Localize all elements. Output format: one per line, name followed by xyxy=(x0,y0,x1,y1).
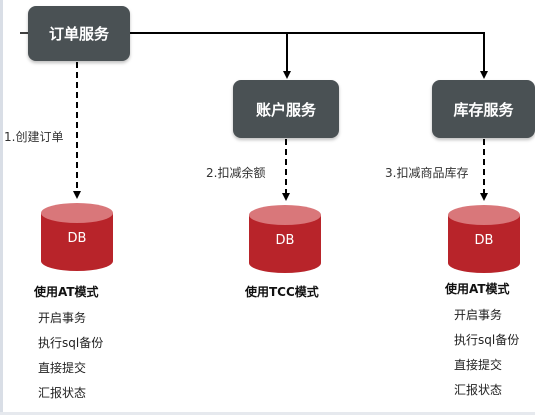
step-item: 直接提交 xyxy=(454,358,503,372)
step-item: 执行sql备份 xyxy=(454,333,520,347)
storage-service-node: 库存服务 xyxy=(432,80,535,138)
order-service-node: 订单服务 xyxy=(28,6,130,61)
bottom-edge-strip xyxy=(0,412,535,415)
db-cylinder: DB xyxy=(249,205,321,273)
db-label: DB xyxy=(67,231,87,246)
account-service-node: 账户服务 xyxy=(233,80,339,138)
edge-label-deduct-balance: 2.扣减余额 xyxy=(206,166,266,180)
step-item: 汇报状态 xyxy=(454,383,503,397)
storage-service-label: 库存服务 xyxy=(453,100,514,119)
db-mode-label: 使用AT模式 xyxy=(34,285,99,299)
order-service-label: 订单服务 xyxy=(48,25,109,43)
step-item: 开启事务 xyxy=(454,308,503,322)
step-item: 直接提交 xyxy=(38,361,87,375)
step-item: 汇报状态 xyxy=(38,386,87,400)
db-mode-label: 使用TCC模式 xyxy=(245,285,319,299)
order-to-storage-line xyxy=(287,32,488,79)
db-cylinder: DB xyxy=(41,203,113,271)
edge-label-create-order: 1.创建订单 xyxy=(4,130,64,144)
edge-label-deduct-stock: 3.扣减商品库存 xyxy=(385,166,469,180)
account-service-label: 账户服务 xyxy=(255,100,316,119)
step-item: 执行sql备份 xyxy=(38,336,104,350)
order-to-account-line xyxy=(130,32,291,79)
step-item: 开启事务 xyxy=(38,311,87,325)
db-cylinder: DB xyxy=(448,205,520,273)
db-mode-label: 使用AT模式 xyxy=(445,282,510,296)
db-label: DB xyxy=(275,233,295,248)
left-edge-strip xyxy=(0,0,3,415)
db-label: DB xyxy=(474,233,494,248)
